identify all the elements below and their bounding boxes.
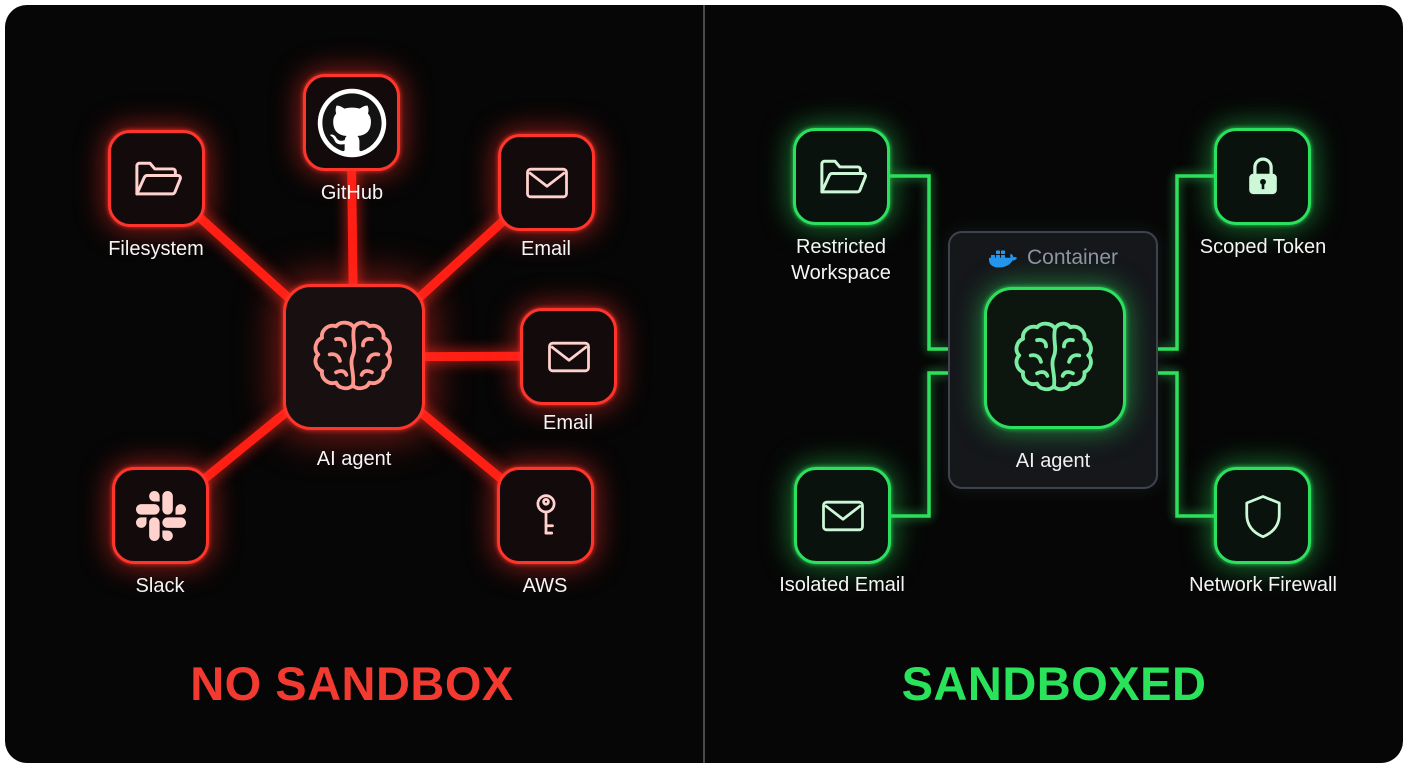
envelope-icon xyxy=(547,341,590,372)
node-label: Network Firewall xyxy=(1189,574,1337,596)
node-github xyxy=(303,74,400,171)
node-label: Restricted Workspace xyxy=(791,236,891,284)
node-email-top xyxy=(498,134,595,231)
envelope-icon xyxy=(525,167,568,198)
node-label: GitHub xyxy=(320,182,384,204)
node-restricted-workspace xyxy=(793,128,890,225)
right-panel-title: SANDBOXED xyxy=(901,657,1207,710)
left-panel-title: NO SANDBOX xyxy=(190,657,514,710)
node-label: Filesystem xyxy=(108,238,204,260)
node-aws xyxy=(497,467,594,564)
node-label: AWS xyxy=(522,575,568,597)
container-label: Container xyxy=(1026,246,1119,269)
node-scoped-token xyxy=(1214,128,1311,225)
lock-icon xyxy=(1248,157,1277,194)
node-network-firewall xyxy=(1214,467,1311,564)
panel-divider xyxy=(703,5,705,763)
node-slack xyxy=(112,467,209,564)
folder-icon xyxy=(134,161,182,195)
shield-icon xyxy=(1244,494,1281,538)
node-label: Email xyxy=(542,412,594,434)
node-filesystem xyxy=(108,130,205,227)
node-label: Isolated Email xyxy=(779,574,905,596)
node-label: Email xyxy=(520,238,572,260)
node-email-right xyxy=(520,308,617,405)
brain-icon xyxy=(1014,321,1093,392)
folder-icon xyxy=(819,159,867,193)
node-label: AI agent xyxy=(1015,450,1091,472)
container-header: Container xyxy=(950,246,1156,270)
key-icon xyxy=(535,493,556,534)
envelope-icon xyxy=(821,500,864,531)
node-label: AI agent xyxy=(316,448,392,470)
node-ai-agent-right xyxy=(984,287,1126,429)
node-label: Scoped Token xyxy=(1199,236,1327,258)
slack-icon xyxy=(135,490,186,541)
container-box: Container AI agent xyxy=(948,231,1158,489)
diagram-canvas: Filesystem GitHub Email AI agent xyxy=(5,5,1403,763)
node-label: Slack xyxy=(135,575,185,597)
github-icon xyxy=(317,88,386,157)
brain-icon xyxy=(313,320,392,391)
node-isolated-email xyxy=(794,467,891,564)
node-ai-agent-left xyxy=(283,284,425,430)
docker-icon xyxy=(988,250,1017,268)
